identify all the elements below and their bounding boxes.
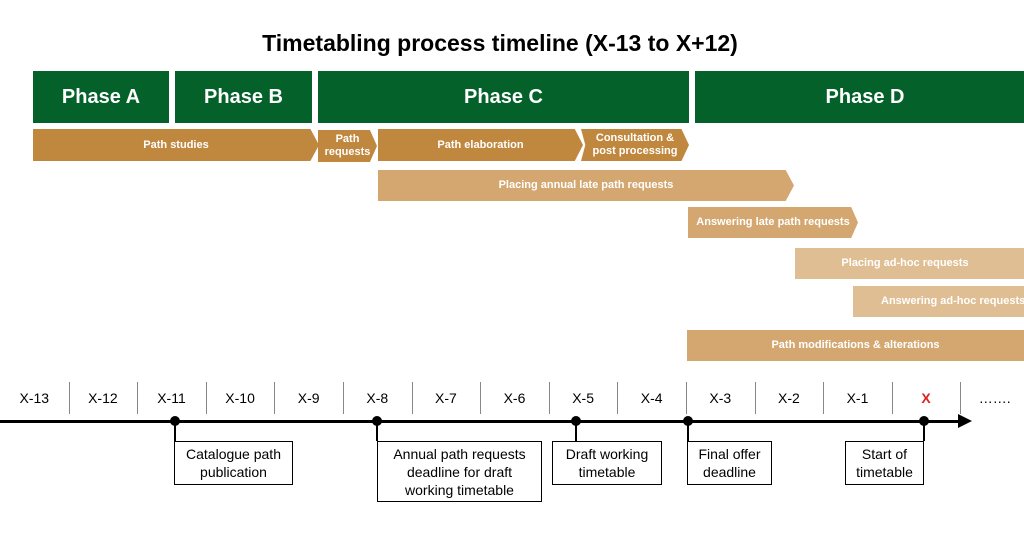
milestone-annual-deadline: Annual path requests deadline for draft …: [377, 441, 542, 502]
activity-label: Path requests: [324, 133, 371, 158]
tick-label: X-4: [640, 390, 663, 406]
tick-separator: [137, 382, 139, 414]
milestone-draft-timetable: Draft working timetable: [552, 441, 662, 485]
tick-separator: [205, 382, 207, 414]
activity-answering-late: Answering late path requests: [688, 207, 858, 238]
phase-c: Phase C: [318, 71, 689, 123]
connector: [575, 421, 577, 441]
connector: [687, 421, 689, 441]
activity-placing-adhoc: Placing ad-hoc requests: [795, 248, 1024, 279]
tick-label: X-12: [88, 390, 118, 406]
arrow-head-icon: [958, 414, 972, 428]
milestone-catalogue: Catalogue path publication: [174, 441, 293, 485]
tick-label: X-13: [19, 390, 50, 406]
tick-label: X-9: [297, 390, 320, 406]
tick-label: X-2: [777, 390, 800, 406]
tick-separator: [754, 382, 756, 414]
tick-separator: [68, 382, 70, 414]
connector: [376, 421, 378, 441]
tick-label: X-8: [366, 390, 389, 406]
activity-answering-adhoc: Answering ad-hoc requests: [853, 286, 1024, 317]
tick-separator: [891, 382, 893, 414]
activity-path-studies: Path studies: [33, 129, 319, 161]
diagram-title: Timetabling process timeline (X-13 to X+…: [262, 30, 738, 56]
phase-a: Phase A: [33, 71, 169, 123]
tick-label: X-6: [503, 390, 526, 406]
tick-separator: [343, 382, 344, 414]
connector: [923, 421, 925, 441]
phase-d: Phase D: [695, 71, 1024, 123]
tick-label: X-10: [225, 390, 255, 406]
activity-path-modifications: Path modifications & alterations: [687, 330, 1024, 361]
tick-label: X-7: [434, 390, 457, 406]
tick-separator: [411, 382, 413, 414]
phase-b: Phase B: [175, 71, 312, 123]
tick-label: X-11: [157, 390, 186, 406]
tick-label: X-5: [572, 390, 594, 406]
activity-path-requests: Path requests: [318, 130, 377, 162]
tick-label: X-1: [846, 390, 869, 406]
activity-consultation: Consultation & post processing: [581, 129, 689, 161]
connector: [174, 421, 176, 441]
activity-label: Placing ad-hoc requests: [841, 257, 969, 269]
tick-separator: [480, 382, 482, 414]
tick-separator: [274, 382, 276, 414]
milestone-start-timetable: Start of timetable: [845, 441, 924, 485]
tick-label: X-3: [709, 390, 732, 406]
activity-label: Consultation & post processing: [592, 132, 678, 157]
tick-label: X: [921, 390, 931, 406]
milestone-final-offer: Final offer deadline: [687, 441, 772, 485]
activity-path-elaboration: Path elaboration: [378, 129, 583, 161]
activity-placing-annual-late: Placing annual late path requests: [378, 170, 794, 201]
timeline-axis: [0, 420, 962, 423]
tick-separator: [960, 382, 962, 414]
tick-separator: [823, 382, 825, 414]
tick-label: …….: [978, 390, 1011, 406]
tick-separator: [548, 382, 550, 414]
tick-separator: [617, 382, 619, 414]
tick-separator: [686, 382, 687, 414]
